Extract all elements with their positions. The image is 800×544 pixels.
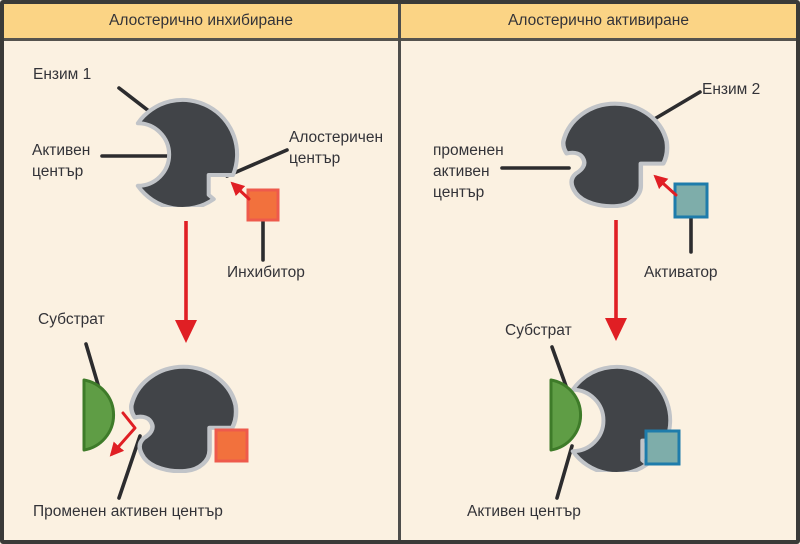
allosteric-center-label: Алостеричен център	[289, 129, 384, 167]
enzyme-1-changed-shape	[129, 364, 239, 473]
inhibitor-label: Инхибитор	[227, 264, 305, 281]
header-right-activation: Алостерично активиране	[401, 4, 796, 41]
panel-divider	[398, 4, 401, 540]
activator-label: Активатор	[644, 264, 718, 281]
substrate-pointer-line-right	[550, 345, 568, 388]
activator-square-bound	[644, 429, 681, 466]
substrate-shape-left	[82, 378, 115, 452]
changed-active-center-label-right: променен активен център	[433, 142, 504, 201]
active-center-label-left: Активен център	[32, 142, 91, 180]
active-center-pointer-line-right	[555, 444, 574, 500]
transition-arrow-right-head	[605, 318, 627, 341]
allosteric-center-pointer-line	[225, 148, 289, 178]
enzyme-1-label: Ензим 1	[33, 66, 92, 83]
activator-binding-arrow	[653, 174, 678, 197]
header-left-inhibition: Алостерично инхибиране	[4, 4, 398, 41]
substrate-pointer-line-left	[84, 342, 101, 390]
transition-arrow-left-head	[175, 320, 197, 343]
enzyme-2-active-shape	[570, 364, 673, 472]
activator-square-top	[673, 182, 709, 219]
inhibitor-square-bound	[214, 428, 249, 463]
enzyme-2-shape	[560, 101, 670, 208]
active-center-label-right: Активен център	[467, 503, 581, 520]
changed-active-center-label-left: Променен активен център	[33, 503, 223, 520]
header-left-title: Алостерично инхибиране	[109, 12, 293, 29]
inhibitor-binding-arrow	[230, 181, 251, 201]
header-right-title: Алостерично активиране	[508, 12, 689, 29]
enzyme-1-shape	[135, 97, 240, 207]
enzyme-2-label: Ензим 2	[702, 81, 761, 98]
substrate-label-left: Субстрат	[38, 311, 105, 328]
substrate-label-right: Субстрат	[505, 322, 572, 339]
substrate-deflection-arrow	[109, 411, 137, 457]
substrate-shape-right	[549, 378, 582, 452]
changed-active-center-pointer-line-left	[117, 434, 142, 500]
inhibitor-square-top	[246, 188, 280, 222]
